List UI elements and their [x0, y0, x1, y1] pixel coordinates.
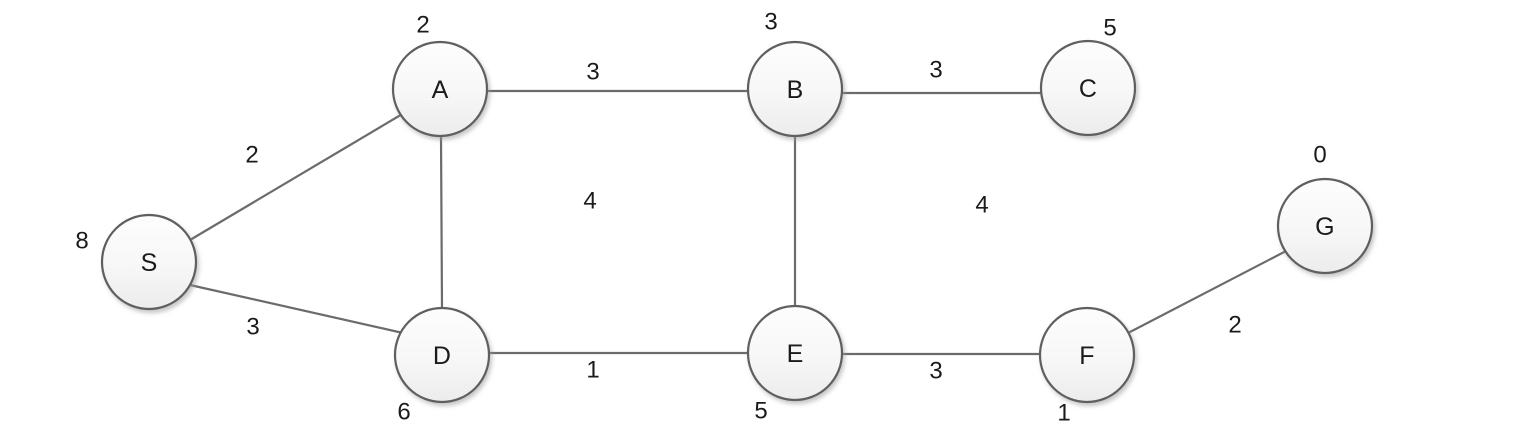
node-label-f: F: [1079, 342, 1094, 370]
edge-line-s-d: [189, 283, 404, 335]
node-heuristic-d: 6: [397, 399, 410, 426]
node-label-b: B: [787, 76, 804, 104]
node-circle-e: [746, 304, 844, 402]
node-heuristic-e: 5: [754, 398, 767, 425]
nodes-layer: S A B C D E F G: [100, 39, 1374, 404]
edge-weight-s-d: 3: [246, 314, 259, 341]
node-a[interactable]: A: [391, 40, 489, 138]
node-label-e: E: [787, 340, 804, 368]
node-g[interactable]: G: [1276, 177, 1374, 275]
edge-s-d[interactable]: [189, 283, 404, 335]
edge-a-d[interactable]: [439, 135, 444, 309]
node-s[interactable]: S: [100, 213, 198, 311]
node-heuristic-b: 3: [764, 9, 777, 36]
node-circle-b: [746, 40, 844, 138]
node-label-g: G: [1315, 213, 1335, 241]
edge-line-a-d: [439, 135, 444, 309]
node-e[interactable]: E: [746, 304, 844, 402]
edge-weight-b-c: 3: [929, 57, 942, 84]
node-b[interactable]: B: [746, 40, 844, 138]
node-circle-s: [100, 213, 198, 311]
node-heuristic-f: 1: [1057, 400, 1070, 427]
node-f[interactable]: F: [1038, 306, 1136, 404]
edge-weight-f-g: 2: [1228, 312, 1241, 339]
node-heuristic-s: 8: [75, 228, 88, 255]
edge-line-f-g: [1127, 249, 1289, 334]
node-heuristic-a: 2: [416, 12, 429, 39]
edge-weight-e-f: 3: [929, 358, 942, 385]
node-heuristic-g: 0: [1313, 142, 1326, 169]
node-circle-f: [1038, 306, 1136, 404]
edge-line-s-a: [189, 112, 405, 241]
edge-s-a[interactable]: [189, 112, 405, 241]
node-circle-a: [391, 40, 489, 138]
edge-f-g[interactable]: [1127, 249, 1289, 334]
edge-weight-a-d: 4: [583, 188, 596, 215]
edge-weight-b-e: 4: [975, 192, 988, 219]
node-heuristic-c: 5: [1103, 15, 1116, 42]
node-d[interactable]: D: [393, 306, 491, 404]
node-label-a: A: [432, 76, 449, 104]
node-circle-g: [1276, 177, 1374, 275]
node-c[interactable]: C: [1039, 39, 1137, 137]
node-label-c: C: [1079, 75, 1097, 103]
edge-weight-a-b: 3: [586, 59, 599, 86]
node-circle-d: [393, 306, 491, 404]
edges-layer: [189, 89, 1289, 356]
edge-weight-s-a: 2: [245, 142, 258, 169]
node-circle-c: [1039, 39, 1137, 137]
node-label-s: S: [141, 249, 158, 277]
node-label-d: D: [433, 342, 451, 370]
labels-layer: 2 3 3 4 3 4 1 3 2 8 2 3 5 6 5 1 0: [75, 9, 1326, 427]
edge-weight-d-e: 1: [586, 357, 599, 384]
